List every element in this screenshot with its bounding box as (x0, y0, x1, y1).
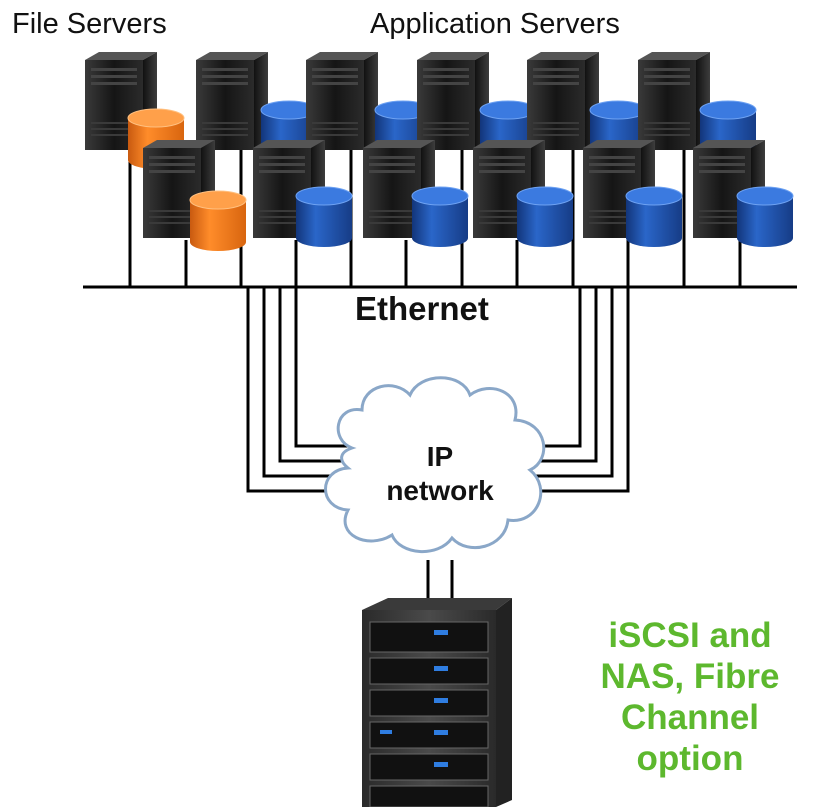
blue-disk-icon (411, 186, 469, 248)
application-servers-label: Application Servers (370, 8, 620, 40)
blue-disk-icon (516, 186, 574, 248)
protocol-caption: iSCSI and NAS, Fibre Channel option (565, 615, 813, 779)
tower-server-icon (196, 52, 268, 150)
tower-server-icon (417, 52, 489, 150)
caption-line: Channel (620, 698, 760, 737)
caption-line: option (636, 739, 744, 778)
blue-disk-icon (736, 186, 794, 248)
tower-server-icon (527, 52, 599, 150)
ip-network-line2: network (386, 475, 494, 506)
ip-network-line1: IP (426, 441, 454, 472)
orange-disk-icon (189, 190, 247, 252)
caption-line: NAS, Fibre (600, 657, 780, 696)
ip-network-label: IP network (370, 440, 510, 508)
tower-server-icon (306, 52, 378, 150)
tower-server-icon (638, 52, 710, 150)
caption-line: iSCSI and (608, 616, 772, 655)
file-servers-label: File Servers (12, 8, 167, 40)
ethernet-label: Ethernet (355, 290, 489, 327)
blue-disk-icon (625, 186, 683, 248)
blue-disk-icon (295, 186, 353, 248)
storage-array-icon (362, 598, 512, 807)
cloud-icon (324, 376, 546, 553)
